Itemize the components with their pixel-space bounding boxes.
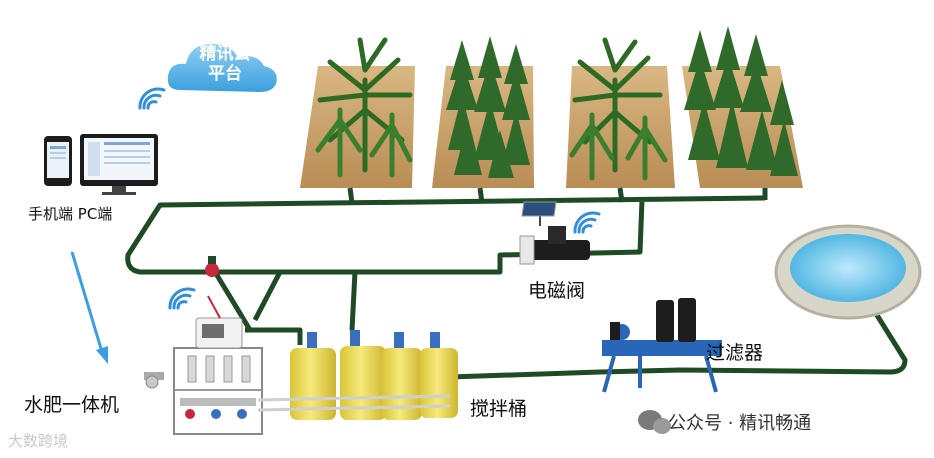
phone-icon xyxy=(44,136,72,186)
watermark-text: 公众号 · 精讯畅通 xyxy=(668,413,812,434)
main-pipe-loop xyxy=(125,195,766,275)
tank-feed-pipe-1 xyxy=(212,270,253,332)
water-pool xyxy=(774,224,922,320)
palm-crops xyxy=(315,37,668,181)
tank-feed-pipe-4 xyxy=(245,327,303,345)
drip-branch-3 xyxy=(617,187,625,203)
terminals-label: 手机端 PC端 xyxy=(28,205,113,223)
cloud-platform-label: 精讯云 平台 xyxy=(190,44,260,84)
monitor-icon xyxy=(80,134,158,195)
solenoid-valve xyxy=(519,201,590,265)
solar-panel-icon xyxy=(521,201,557,217)
solenoid-valve-label: 电磁阀 xyxy=(528,280,586,302)
corner-watermark: 大数跨境 xyxy=(8,432,69,450)
mixing-tank-label: 搅拌桶 xyxy=(470,398,528,420)
tank-feed-pipe-3 xyxy=(349,271,358,331)
mixing-tank xyxy=(290,332,336,420)
wifi-icon xyxy=(138,87,166,110)
tank-feed-pipe-2 xyxy=(252,270,283,322)
mixing-tanks xyxy=(257,330,458,420)
palm-cluster-3 xyxy=(569,37,668,181)
integrated-machine-label: 水肥一体机 xyxy=(24,394,120,416)
pipe-network xyxy=(125,187,908,381)
flow-arrow xyxy=(70,251,108,364)
mixing-tank xyxy=(340,330,386,420)
wifi-icon xyxy=(168,287,196,310)
cloud-line-1: 精讯云 xyxy=(199,44,251,64)
cloud-line-2: 平台 xyxy=(208,64,242,84)
wechat-icon xyxy=(638,410,671,434)
filter-label: 过滤器 xyxy=(706,342,764,364)
fertigation-machine xyxy=(144,295,263,435)
cloud-icon xyxy=(167,44,277,92)
conifer-crops xyxy=(446,26,798,178)
mixing-tank xyxy=(382,332,422,420)
wifi-icon xyxy=(573,211,601,234)
filter-supply-pipe xyxy=(419,310,908,381)
palm-cluster-1 xyxy=(315,37,413,178)
filter-unit xyxy=(602,298,722,393)
drip-branch-1 xyxy=(347,187,355,204)
main-line-valve xyxy=(205,256,219,277)
mixing-tank xyxy=(420,332,458,418)
drip-branch-2 xyxy=(477,187,485,204)
